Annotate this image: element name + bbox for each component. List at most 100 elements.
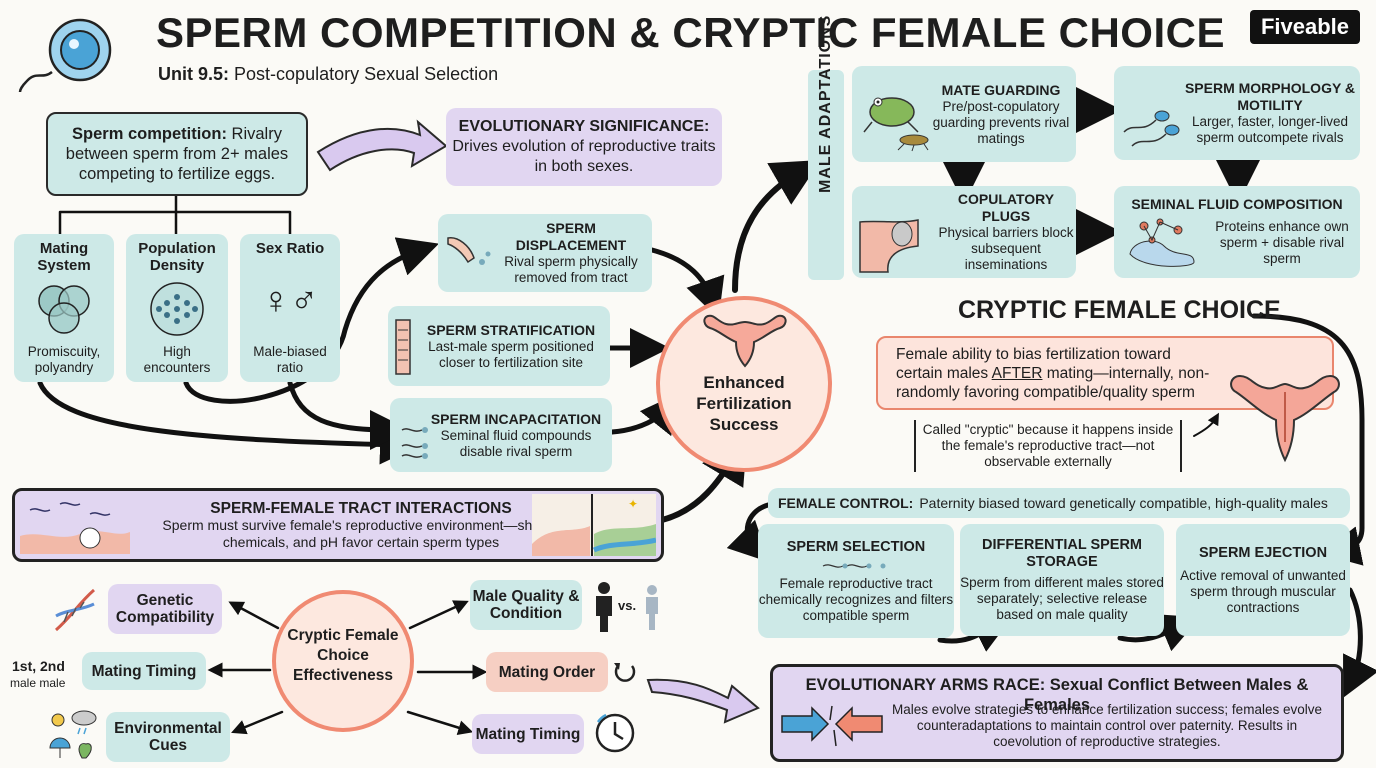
- factor-label: Environmental Cues: [114, 720, 222, 754]
- cfc-title: CRYPTIC FEMALE CHOICE: [958, 296, 1281, 324]
- tract-interactions-title: SPERM-FEMALE TRACT INTERACTIONS: [210, 499, 512, 517]
- effectiveness-hub: [272, 590, 414, 732]
- factor-label: Mating Timing: [475, 725, 581, 743]
- mechanism-text: Last-male sperm positioned closer to fer…: [428, 338, 594, 370]
- unit-text: Post-copulatory Sexual Selection: [234, 64, 499, 84]
- factor-label: Genetic Compatibility: [115, 592, 215, 626]
- factor-value: Promiscuity, polyandry: [27, 344, 101, 375]
- male-adaptations-label: MALE ADAPTATIONS: [817, 14, 834, 193]
- clock-icon: [595, 713, 635, 753]
- control-text: Active removal of unwanted sperm through…: [1180, 567, 1346, 615]
- factor-label: Male Quality & Condition: [472, 588, 580, 622]
- effectiveness-label: Cryptic Female Choice Effectiveness: [287, 627, 399, 684]
- significance-text: Drives evolution of reproductive traits …: [452, 138, 716, 175]
- tract-layers-icon: [395, 319, 411, 375]
- significance-title: EVOLUTIONARY SIGNIFICANCE:: [458, 118, 710, 135]
- adaptation-morphology: SPERM MORPHOLOGY & MOTILITY Larger, fast…: [1114, 66, 1360, 160]
- mechanism-stratification: SPERM STRATIFICATION Last-male sperm pos…: [388, 306, 610, 386]
- control-differential-storage: DIFFERENTIAL SPERM STORAGE Sperm from di…: [960, 524, 1164, 636]
- factor-mating-timing-left: Mating Timing: [82, 652, 206, 690]
- factor-value: Male-biased ratio: [253, 344, 327, 375]
- sperm-motility-icon: [1123, 110, 1180, 147]
- tract-environment-icon: [20, 502, 130, 554]
- order-male-label: male male: [10, 676, 65, 690]
- mechanism-text: Rival sperm physically removed from trac…: [504, 254, 638, 285]
- svg-text:✦: ✦: [628, 497, 638, 511]
- uterus-detail-icon: [1230, 374, 1340, 463]
- control-text: Female reproductive tract chemically rec…: [758, 575, 954, 623]
- mechanism-title: SPERM INCAPACITATION: [430, 410, 602, 427]
- factor-genetic-compatibility: Genetic Compatibility: [108, 584, 222, 634]
- mechanism-title: SPERM DISPLACEMENT: [515, 220, 627, 253]
- factor-title: Sex Ratio: [255, 240, 325, 257]
- mechanism-text: Seminal fluid compounds disable rival sp…: [440, 427, 592, 459]
- mechanism-incapacitation: SPERM INCAPACITATION Seminal fluid compo…: [390, 398, 612, 472]
- adaptation-title: COPULATORY PLUGS: [957, 191, 1055, 224]
- arms-race-title: EVOLUTIONARY ARMS RACE: Sexual Conflict …: [805, 676, 1309, 714]
- definition-text: Rivalry between sperm from 2+ males comp…: [65, 125, 289, 183]
- unit-subtitle: Unit 9.5: Post-copulatory Sexual Selecti…: [158, 64, 498, 85]
- adaptation-title: MATE GUARDING: [941, 81, 1061, 98]
- factor-male-quality: Male Quality & Condition: [470, 580, 582, 630]
- control-title: DIFFERENTIAL SPERM STORAGE: [981, 537, 1143, 570]
- order-male-1: male: [10, 676, 37, 690]
- order-1st-label: 1st, 2nd: [12, 658, 65, 674]
- factor-mating-timing-right: Mating Timing: [472, 714, 584, 754]
- cfc-note-bracket: [914, 420, 1182, 472]
- definition-box: Sperm competition: Rivalry between sperm…: [46, 112, 308, 196]
- versus-label: vs.: [618, 598, 637, 613]
- control-title: SPERM EJECTION: [1198, 544, 1328, 561]
- population-dots-icon: [150, 282, 204, 336]
- tract-interactions-text: Sperm must survive female's reproductive…: [162, 516, 560, 550]
- factor-label: Mating Timing: [91, 662, 197, 680]
- factor-label: Mating Order: [498, 663, 596, 681]
- female-control-bar: FEMALE CONTROL: Paternity biased toward …: [768, 488, 1350, 518]
- molecules-icon: [1129, 218, 1195, 267]
- definition-term: Sperm competition:: [72, 125, 227, 143]
- factor-population-density: Population Density High encounters: [126, 234, 228, 382]
- weather-icon: [49, 710, 97, 759]
- cycle-icon: [614, 663, 636, 682]
- factor-title: Population Density: [138, 240, 216, 274]
- opposing-arrows-icon: [781, 705, 883, 747]
- cfc-def-post: mating—internally, non-randomly favoring…: [896, 364, 1210, 401]
- uterus-icon: [703, 314, 787, 368]
- factor-mating-order: Mating Order: [486, 652, 608, 692]
- dna-icon: [55, 588, 95, 632]
- adaptation-text: Physical barriers block subsequent insem…: [938, 225, 1074, 272]
- factor-environmental-cues: Environmental Cues: [106, 712, 230, 762]
- frog-insect-icon: [863, 97, 929, 152]
- adaptation-text: Proteins enhance own sperm + disable riv…: [1215, 219, 1349, 266]
- female-control-text: Paternity biased toward genetically comp…: [919, 495, 1328, 511]
- cfc-def-pre: Female ability to bias fertilization tow…: [896, 345, 1171, 382]
- fertilization-success-hub: [656, 296, 832, 472]
- sperm-egg-icon: [18, 18, 112, 93]
- factor-value: High encounters: [143, 344, 211, 375]
- control-text: Sperm from different males stored separa…: [960, 575, 1164, 622]
- unit-label: Unit 9.5:: [158, 64, 230, 84]
- hub-label: Enhanced Fertilization Success: [696, 373, 792, 434]
- mechanism-displacement: SPERM DISPLACEMENT Rival sperm physicall…: [438, 214, 652, 292]
- mechanism-title: SPERM STRATIFICATION: [426, 321, 596, 338]
- sperm-row-icon: [822, 563, 886, 568]
- cfc-def-emph: AFTER: [991, 364, 1043, 382]
- page-title: SPERM COMPETITION & CRYPTIC FEMALE CHOIC…: [156, 9, 1225, 56]
- male-adaptations-label-box: MALE ADAPTATIONS: [808, 14, 844, 280]
- landscape-icon: ✦: [532, 494, 656, 556]
- adaptation-title: SPERM MORPHOLOGY & MOTILITY: [1184, 80, 1356, 113]
- control-sperm-selection: SPERM SELECTION Female reproductive trac…: [758, 524, 954, 638]
- control-title: SPERM SELECTION: [786, 538, 926, 555]
- fiveable-logo: Fiveable: [1250, 10, 1360, 44]
- arms-race-box: EVOLUTIONARY ARMS RACE: Sexual Conflict …: [770, 664, 1344, 762]
- factor-title: Mating System: [37, 240, 91, 274]
- order-male-2: male: [39, 676, 66, 690]
- adaptation-text: Larger, faster, longer-lived sperm outco…: [1191, 114, 1349, 145]
- order-2nd: 2nd: [40, 658, 65, 674]
- factor-sex-ratio: Sex Ratio ♀♂ Male-biased ratio: [240, 234, 340, 382]
- cfc-note: Called "cryptic" because it happens insi…: [922, 422, 1174, 469]
- significance-box: EVOLUTIONARY SIGNIFICANCE: Drives evolut…: [446, 108, 722, 186]
- arms-race-text: Males evolve strategies to enhance ferti…: [892, 702, 1322, 749]
- gender-symbols-icon: ♀♂: [261, 279, 319, 322]
- male-silhouettes-icon: [596, 582, 658, 632]
